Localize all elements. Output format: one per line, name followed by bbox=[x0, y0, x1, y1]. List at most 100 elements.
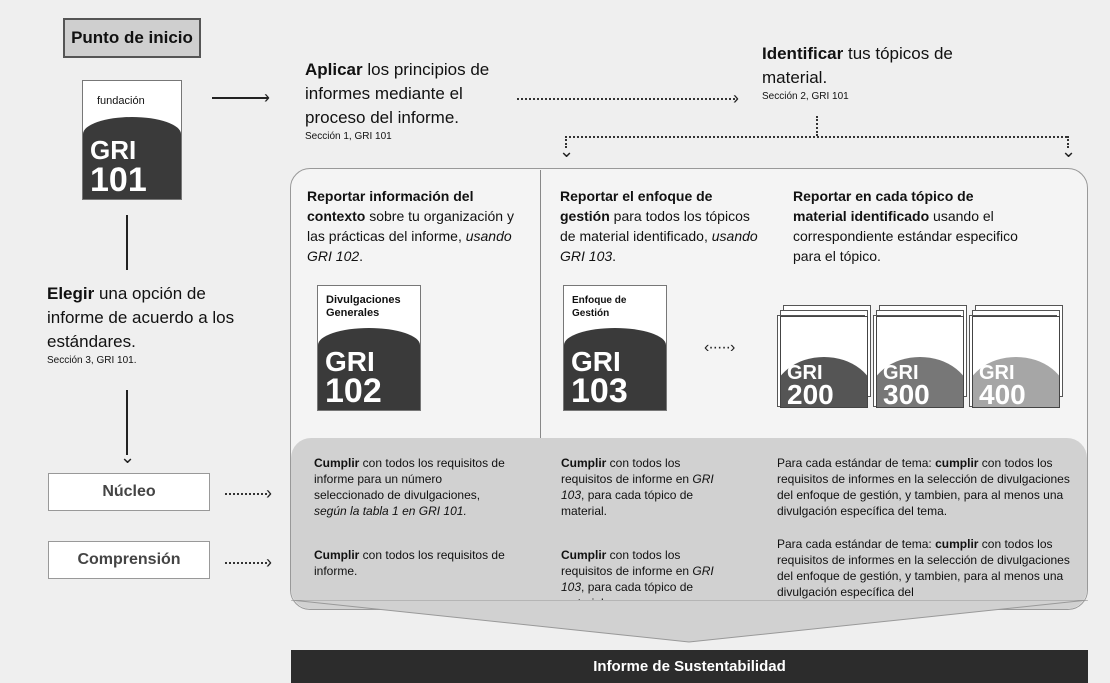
double-arrow-icon: ‹·····› bbox=[704, 339, 735, 356]
arrow-comprehensive bbox=[225, 562, 267, 564]
col3-text: Reportar en cada tópico de material iden… bbox=[793, 186, 1023, 266]
core-col1: Cumplir con todos los requisitos de info… bbox=[314, 455, 514, 519]
option-comprehensive: Comprensión bbox=[48, 541, 210, 579]
gri-102-top: Divulgaciones Generales bbox=[326, 294, 401, 319]
flow-arrow-down: ⌄ bbox=[120, 447, 136, 467]
gri-103-top: Enfoque de Gestión bbox=[572, 295, 627, 319]
gri-300-number: 300 bbox=[883, 379, 930, 408]
identify-branch-right-head: ⌄ bbox=[1061, 141, 1077, 161]
option-core-label: Núcleo bbox=[102, 483, 156, 500]
apply-bold: Aplicar bbox=[305, 60, 363, 79]
core-col3-bold: cumplir bbox=[935, 456, 979, 470]
gri-300-arc bbox=[877, 357, 963, 407]
core-col1-bold: Cumplir bbox=[314, 456, 360, 470]
gri-102-card: Divulgaciones Generales GRI 102 bbox=[317, 285, 421, 411]
gri-400-arc bbox=[973, 357, 1059, 407]
comp-col3-pre: Para cada estándar de tema: bbox=[777, 537, 936, 551]
core-col3: Para cada estándar de tema: cumplir con … bbox=[777, 455, 1077, 519]
comp-col2-rest: con todos los requisitos de informe en bbox=[561, 548, 693, 578]
col1-bold: Reportar información del contexto bbox=[307, 188, 474, 224]
sustainability-report-label: Informe de Sustentabilidad bbox=[593, 658, 786, 675]
panel-divider bbox=[540, 170, 541, 438]
identify-branch-bar bbox=[565, 136, 1067, 138]
gri-101-label: GRI bbox=[90, 135, 137, 165]
gri-400-label: GRI bbox=[979, 362, 1015, 384]
comp-col3-rest: con todos los requisitos de informes en … bbox=[777, 537, 1070, 599]
comp-col2-bold: Cumplir bbox=[561, 548, 607, 562]
identify-branch-stem bbox=[816, 116, 818, 136]
option-comprehensive-label: Comprensión bbox=[77, 551, 181, 568]
core-col3-rest: con todos los requisitos de informes en … bbox=[777, 456, 1070, 518]
choose-rest: una opción de informe de acuerdo a los e… bbox=[47, 284, 235, 351]
core-col2-ital: GRI 103 bbox=[561, 472, 714, 502]
comp-col3-bold: cumplir bbox=[935, 537, 979, 551]
core-col1-ital: según la tabla 1 en GRI 101. bbox=[314, 504, 467, 518]
col2-rest: para todos los tópicos de material ident… bbox=[560, 208, 750, 244]
gri-103-number: 103 bbox=[571, 372, 628, 410]
col2-end: . bbox=[612, 248, 617, 264]
identify-bold: Identificar bbox=[762, 44, 844, 63]
core-col2-rest: con todos los requisitos de informe en bbox=[561, 456, 693, 486]
apply-note: Sección 1, GRI 101 bbox=[305, 131, 392, 142]
choose-text: Elegir una opción de informe de acuerdo … bbox=[47, 282, 247, 367]
gri-103-card: Enfoque de Gestión GRI 103 bbox=[563, 285, 667, 411]
col1-rest: sobre tu organización y las prácticas de… bbox=[307, 208, 514, 244]
apply-rest: los principios de informes mediante el p… bbox=[305, 60, 490, 127]
choose-note: Sección 3, GRI 101. bbox=[47, 355, 137, 366]
arrow-comprehensive-head: › bbox=[266, 552, 272, 572]
core-col2-bold: Cumplir bbox=[561, 456, 607, 470]
gri-200-arc bbox=[781, 357, 867, 407]
comp-col2-ital: GRI 103 bbox=[561, 564, 714, 594]
gri-103-label: GRI bbox=[571, 346, 621, 377]
comp-col1: Cumplir con todos los requisitos de info… bbox=[314, 547, 514, 579]
arrow-core bbox=[225, 493, 267, 495]
core-col1-rest: con todos los requisitos de informe para… bbox=[314, 456, 505, 502]
comp-col1-bold: Cumplir bbox=[314, 548, 360, 562]
flow-line-lower bbox=[126, 390, 128, 455]
identify-branch-right bbox=[1067, 136, 1069, 148]
identify-text: Identificar tus tópicos de material. Sec… bbox=[762, 42, 992, 103]
gri-300-label: GRI bbox=[883, 362, 919, 384]
gri-102-number: 102 bbox=[325, 372, 382, 410]
option-core: Núcleo bbox=[48, 473, 210, 511]
gri-101-top: fundación bbox=[97, 95, 145, 107]
core-col2: Cumplir con todos los requisitos de info… bbox=[561, 455, 721, 519]
comp-col1-rest: con todos los requisitos de informe. bbox=[314, 548, 505, 578]
gri-101-number: 101 bbox=[90, 161, 147, 199]
identify-note: Sección 2, GRI 101 bbox=[762, 91, 849, 102]
gri-400-number: 400 bbox=[979, 379, 1026, 408]
identify-branch-left bbox=[565, 136, 567, 148]
comp-col3: Para cada estándar de tema: cumplir con … bbox=[777, 536, 1077, 600]
gri-101-card: fundación GRI 101 bbox=[82, 80, 182, 200]
choose-bold: Elegir bbox=[47, 284, 95, 303]
requirements-panel bbox=[291, 438, 1087, 609]
identify-branch-left-head: ⌄ bbox=[559, 141, 575, 161]
core-col3-pre: Para cada estándar de tema: bbox=[777, 456, 936, 470]
core-col2-end: , para cada tópico de material. bbox=[561, 488, 694, 518]
start-box: Punto de inicio bbox=[63, 18, 201, 58]
arrow-apply-identify bbox=[517, 98, 735, 100]
gri-200-label: GRI bbox=[787, 362, 823, 384]
col3-rest: usando el correspondiente estándar espec… bbox=[793, 208, 1018, 264]
arrow-start-apply-line bbox=[212, 97, 268, 99]
identify-rest: tus tópicos de material. bbox=[762, 44, 953, 87]
col2-ital: usando GRI 103 bbox=[560, 228, 758, 264]
start-label: Punto de inicio bbox=[71, 28, 193, 47]
col2-text: Reportar el enfoque de gestión para todo… bbox=[560, 186, 765, 266]
arrow-apply-identify-head: › bbox=[733, 88, 739, 108]
arrow-start-apply-head: › bbox=[264, 87, 270, 107]
flow-line-upper bbox=[126, 215, 128, 270]
gri-200-number: 200 bbox=[787, 379, 834, 408]
col3-bold: Reportar en cada tópico de material iden… bbox=[793, 188, 974, 224]
gri-102-label: GRI bbox=[325, 346, 375, 377]
sustainability-report-bar: Informe de Sustentabilidad bbox=[291, 650, 1088, 683]
col1-text: Reportar información del contexto sobre … bbox=[307, 186, 527, 266]
arrow-core-head: › bbox=[266, 483, 272, 503]
col2-bold: Reportar el enfoque de gestión bbox=[560, 188, 713, 224]
col1-ital: usando GRI 102 bbox=[307, 228, 512, 264]
funnel-tip bbox=[291, 600, 1088, 643]
apply-text: Aplicar los principios de informes media… bbox=[305, 58, 505, 143]
